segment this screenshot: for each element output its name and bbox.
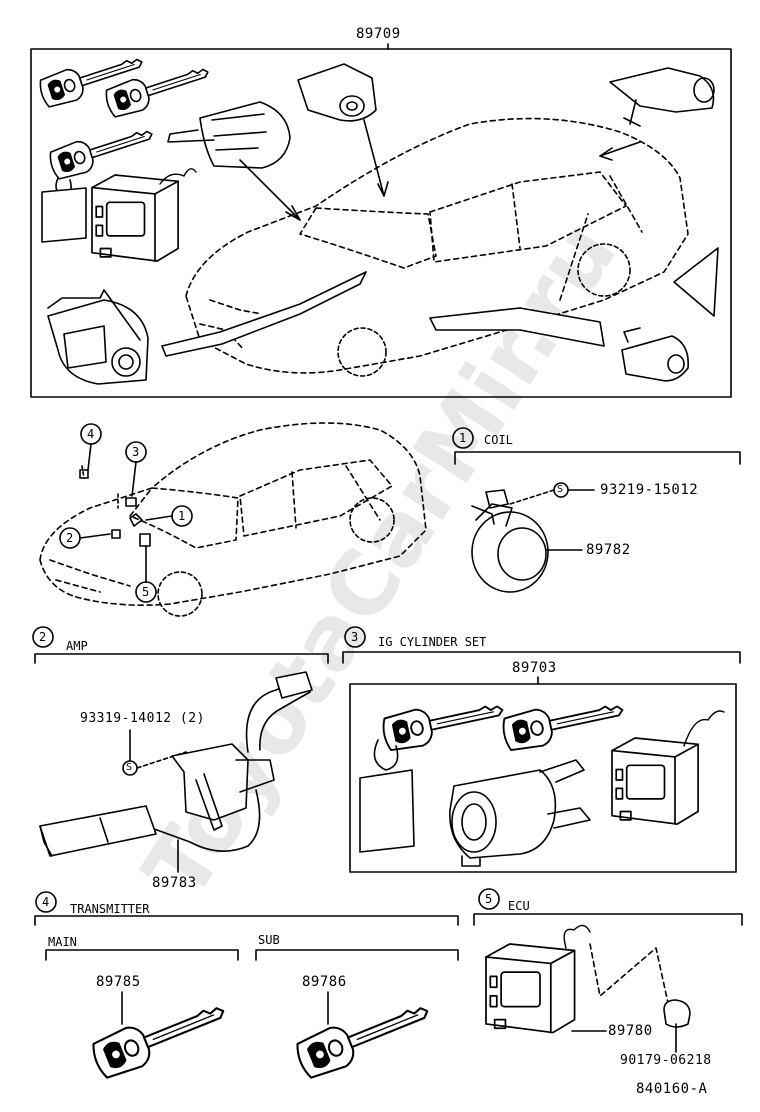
transmitter-section-title: TRANSMITTER (70, 902, 150, 916)
callout-5: 5 (142, 585, 150, 599)
ecu-part-number: 89780 (608, 1023, 653, 1039)
amp-section-number: 2 (39, 630, 47, 644)
amp-screw-mark: S (126, 762, 133, 773)
amp-section-title: AMP (66, 639, 88, 653)
transmitter-section-number: 4 (42, 895, 50, 909)
ecu-clip-part-number: 90179-06218 (620, 1053, 712, 1068)
callout-4: 4 (87, 427, 95, 441)
coil-section-number: 1 (459, 431, 467, 445)
top-group-part-number: 89709 (356, 26, 401, 42)
callout-3: 3 (132, 445, 140, 459)
coil-screw-part-number: 93219-15012 (600, 482, 699, 498)
ecu-section-number: 5 (485, 892, 493, 906)
figure-id: 840160-A (636, 1081, 708, 1097)
coil-screw-mark: S (557, 484, 564, 495)
ig-part-number: 89703 (512, 660, 557, 676)
transmitter-sub-label: SUB (258, 933, 280, 947)
ecu-section-title: ECU (508, 899, 530, 913)
amp-part-number: 89783 (152, 875, 197, 891)
callout-1: 1 (178, 509, 186, 523)
transmitter-main-label: MAIN (48, 935, 77, 949)
ig-section-title: IG CYLINDER SET (378, 635, 487, 649)
coil-part-number: 89782 (586, 542, 631, 558)
amp-screw-part-number: 93319-14012 (2) (80, 711, 205, 726)
coil-section-title: COIL (484, 433, 513, 447)
callout-2: 2 (66, 531, 74, 545)
transmitter-sub-part-number: 89786 (302, 974, 347, 990)
transmitter-main-part-number: 89785 (96, 974, 141, 990)
ig-section-number: 3 (351, 630, 359, 644)
